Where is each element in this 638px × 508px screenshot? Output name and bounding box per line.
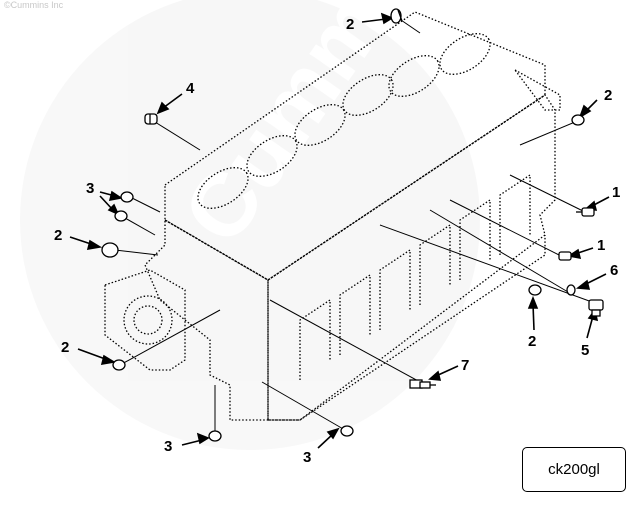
parts <box>101 8 604 442</box>
leader-lines <box>114 17 593 432</box>
callout-labels: 2 2 4 3 1 2 1 6 2 5 2 7 3 3 <box>54 16 620 466</box>
plug-part-3b <box>114 210 128 222</box>
figure-id: ck200gl <box>548 461 600 478</box>
callout-label: 2 <box>604 87 612 104</box>
bolt-part-1b <box>558 251 572 261</box>
fitting-part-5 <box>588 299 604 317</box>
callout-label: 2 <box>54 227 62 244</box>
plug-part-2-left <box>101 242 119 258</box>
watermark: Cummins <box>20 0 482 450</box>
callout-label: 1 <box>612 184 620 201</box>
callout-label: 3 <box>303 449 311 466</box>
callout-label: 4 <box>186 80 195 97</box>
engine-block <box>104 11 561 421</box>
side-face <box>267 94 556 421</box>
figure-id-box: ck200gl <box>522 447 626 492</box>
front-face <box>144 219 269 421</box>
callout-label: 3 <box>86 180 94 197</box>
plug-part-3a <box>120 191 134 203</box>
plug-part-3-bottom-right <box>340 425 354 437</box>
plug-part-4 <box>144 113 158 125</box>
fitting-part-7 <box>409 379 436 389</box>
plug-part-right-top <box>571 114 585 126</box>
plug-part-6 <box>566 284 576 296</box>
callout-label: 2 <box>346 16 354 33</box>
callout-label: 2 <box>528 333 536 350</box>
callout-label: 1 <box>597 237 605 254</box>
callout-label: 2 <box>61 339 69 356</box>
copyright-text: ©Cummins Inc <box>4 0 64 10</box>
callout-arrows <box>69 12 610 449</box>
callout-label: 7 <box>461 357 469 374</box>
cylinder-bores <box>197 33 491 209</box>
callout-label: 3 <box>164 438 172 455</box>
plug-part-2-bottom-right <box>528 284 542 296</box>
plug-part-2-bottom-left <box>112 359 126 371</box>
callout-label: 5 <box>581 342 589 359</box>
plug-part-top <box>390 8 403 24</box>
callout-label: 6 <box>610 262 618 279</box>
plug-part-3-bottom <box>208 430 222 442</box>
bolt-part-1a <box>576 207 595 217</box>
